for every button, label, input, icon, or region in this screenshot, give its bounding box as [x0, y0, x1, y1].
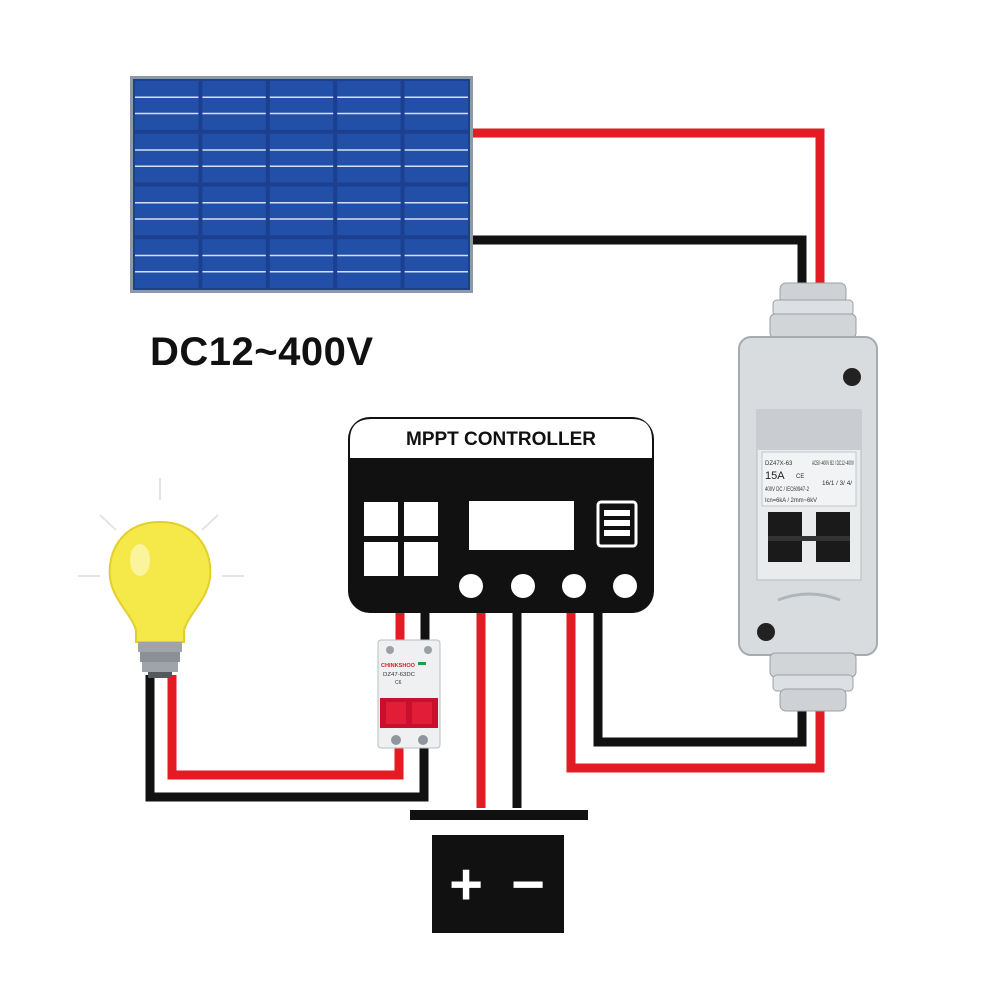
- solar-cell: [135, 133, 199, 183]
- controller-title: MPPT CONTROLLER: [406, 429, 596, 450]
- isolator-positive-out-wire: [566, 612, 825, 773]
- battery-level-icon: [596, 500, 638, 548]
- isolator-rating: 15A: [765, 470, 785, 482]
- controller-button-4: [613, 574, 637, 598]
- wires: [145, 128, 825, 808]
- solar-cell: [202, 81, 266, 130]
- battery-plus-label: +: [449, 852, 483, 917]
- controller-button-3: [562, 574, 586, 598]
- circuit-breaker-icon: CHINKSHOO DZ47-63DC C6: [377, 639, 441, 749]
- solar-cell: [202, 239, 266, 288]
- panel-positive-wire: [470, 128, 825, 292]
- isolator-specs-left: 400V DC / IEC60947-2: [765, 487, 809, 493]
- solar-cell: [135, 239, 199, 288]
- solar-cell: [404, 133, 468, 183]
- mppt-controller-icon: MPPT CONTROLLER: [348, 417, 654, 613]
- isolator-terminals: 16/1 / 3/ 4/: [822, 481, 852, 487]
- voltage-label: DC12~400V: [150, 330, 374, 374]
- dc-isolator-icon: DZ47X-63 15A CE AC50~400V B2 / DC12~400V…: [738, 282, 878, 712]
- controller-display: [469, 501, 574, 550]
- solar-cell: [269, 81, 334, 130]
- controller-button-2: [511, 574, 535, 598]
- breaker-brand: CHINKSHOO: [381, 663, 416, 669]
- isolator-breaking: Icn=6kA / 2mm~6kV: [765, 498, 817, 504]
- solar-cell: [337, 81, 401, 130]
- panel-negative-wire: [470, 235, 807, 292]
- isolator-model: DZ47X-63: [765, 461, 793, 467]
- solar-cell: [269, 239, 334, 288]
- isolator-specs-right: AC50~400V B2 / DC12~400V: [812, 461, 854, 467]
- isolator-ce: CE: [796, 474, 804, 480]
- solar-cell: [337, 186, 401, 236]
- solar-cell: [337, 133, 401, 183]
- solar-cell: [135, 186, 199, 236]
- cable-gland-top: [769, 282, 857, 339]
- solar-cell: [404, 186, 468, 236]
- controller-button-1: [459, 574, 483, 598]
- load-positive-out-wire: [167, 675, 404, 780]
- isolator-negative-out-wire: [593, 612, 807, 747]
- solar-cell: [337, 239, 401, 288]
- cable-gland-bottom: [769, 652, 857, 712]
- battery-minus-label: −: [511, 852, 545, 917]
- solar-panel-icon: [130, 76, 473, 293]
- solar-cell: [269, 186, 334, 236]
- light-bulb-icon: [78, 478, 244, 678]
- load-negative-out-wire: [145, 675, 429, 802]
- solar-cell: [202, 186, 266, 236]
- solar-cell: [202, 133, 266, 183]
- solar-cell: [404, 81, 468, 130]
- breaker-rating: C6: [395, 680, 402, 686]
- solar-cell: [135, 81, 199, 130]
- solar-cell: [404, 239, 468, 288]
- solar-cell: [269, 133, 334, 183]
- controller-grid-icon: [364, 502, 438, 576]
- battery-icon: + −: [410, 810, 588, 933]
- breaker-model: DZ47-63DC: [383, 672, 415, 678]
